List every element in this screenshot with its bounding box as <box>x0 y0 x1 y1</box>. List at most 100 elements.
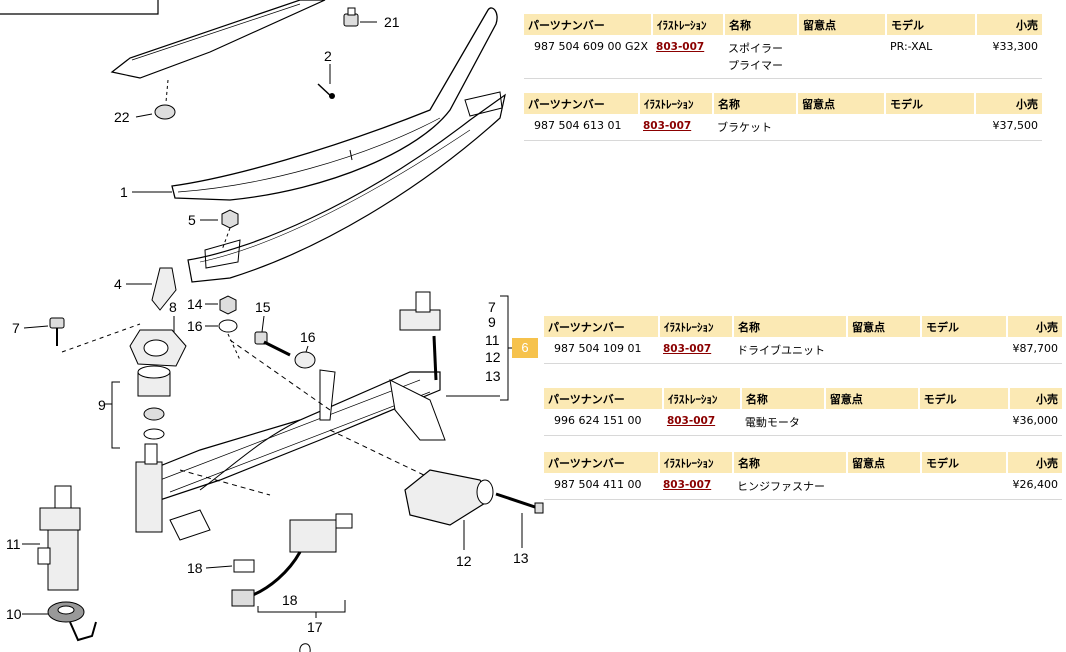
parts-table-5: パーツナンバー ｲﾗｽﾄﾚｰｼｮﾝ 名称 留意点 モデル 小売 987 504 … <box>544 452 1062 500</box>
part-name: 電動モータ <box>740 409 825 436</box>
part-model <box>921 473 1007 500</box>
part-price: ¥26,400 <box>1007 473 1062 500</box>
group-label-12: 12 <box>485 349 501 365</box>
illustration-link[interactable]: 803-007 <box>663 479 712 491</box>
header-price: 小売 <box>1007 452 1062 473</box>
header-illustration: ｲﾗｽﾄﾚｰｼｮﾝ <box>659 452 734 473</box>
callout-16-b: 16 <box>300 329 316 345</box>
part-note <box>797 114 885 141</box>
illustration-link[interactable]: 803-007 <box>656 41 705 53</box>
illustration-link[interactable]: 803-007 <box>663 343 712 355</box>
callout-15: 15 <box>255 299 271 315</box>
part-14-nut <box>219 295 237 315</box>
table-row: 987 504 613 01 803-007 ブラケット ¥37,500 <box>524 114 1042 141</box>
part-name: ヒンジファスナー <box>733 473 847 500</box>
part-7-bolt <box>49 317 141 353</box>
group-label-11: 11 <box>485 332 500 348</box>
header-name: 名称 <box>713 93 798 114</box>
frame-corner <box>0 0 159 15</box>
part-model <box>885 114 975 141</box>
callout-12: 12 <box>456 553 472 569</box>
part-18-clip <box>233 559 255 573</box>
part-note <box>824 409 919 436</box>
callout-7: 7 <box>12 320 20 336</box>
part-9-stack <box>104 365 171 449</box>
header-illustration: ｲﾗｽﾄﾚｰｼｮﾝ <box>652 14 726 35</box>
part-number: 987 504 411 00 <box>544 473 659 500</box>
callout-8: 8 <box>169 299 177 315</box>
part-10-gasket <box>47 601 97 642</box>
header-note: 留意点 <box>824 388 920 409</box>
header-price: 小売 <box>1007 316 1062 337</box>
part-15-bolt <box>254 331 291 357</box>
header-part-number: パーツナンバー <box>544 388 664 409</box>
callout-18-b: 18 <box>282 592 298 608</box>
part-5-nut <box>221 209 239 251</box>
header-note: 留意点 <box>847 316 922 337</box>
part-name: スポイラープライマー <box>724 35 799 79</box>
part-12-motor <box>404 469 494 526</box>
header-illustration: ｲﾗｽﾄﾚｰｼｮﾝ <box>639 93 714 114</box>
header-note: 留意点 <box>798 14 888 35</box>
header-price: 小売 <box>976 14 1042 35</box>
header-note: 留意点 <box>797 93 886 114</box>
drive-unit-assembly <box>135 291 446 541</box>
header-model: モデル <box>886 14 978 35</box>
header-illustration: ｲﾗｽﾄﾚｰｼｮﾝ <box>659 316 734 337</box>
header-name: 名称 <box>740 388 826 409</box>
part-13-bolt <box>495 492 544 514</box>
part-model: PR:-XAL <box>886 35 977 79</box>
header-part-number: パーツナンバー <box>524 93 640 114</box>
callout-14: 14 <box>187 296 203 312</box>
group-label-13: 13 <box>485 368 501 384</box>
callout-9: 9 <box>98 397 106 413</box>
callout-16-a: 16 <box>187 318 203 334</box>
part-number: 987 504 109 01 <box>544 337 659 364</box>
parts-table-4: パーツナンバー ｲﾗｽﾄﾚｰｼｮﾝ 名称 留意点 モデル 小売 996 624 … <box>544 388 1062 436</box>
part-21-screw <box>343 7 359 27</box>
group-label-7: 7 <box>488 299 496 315</box>
header-name: 名称 <box>733 452 848 473</box>
part-note <box>798 35 887 79</box>
header-model: モデル <box>921 316 1008 337</box>
callout-1: 1 <box>120 184 128 200</box>
group-marker-6[interactable]: 6 <box>512 338 538 358</box>
header-model: モデル <box>921 452 1008 473</box>
upper-spoiler-shape <box>110 0 326 79</box>
parts-diagram: 21 2 22 1 5 4 8 14 15 16 16 7 9 11 10 18… <box>0 0 544 652</box>
callout-5: 5 <box>188 212 196 228</box>
header-price: 小売 <box>975 93 1042 114</box>
part-note <box>847 337 921 364</box>
header-illustration: ｲﾗｽﾄﾚｰｼｮﾝ <box>662 388 742 409</box>
parts-table-3: パーツナンバー ｲﾗｽﾄﾚｰｼｮﾝ 名称 留意点 モデル 小売 987 504 … <box>544 316 1062 364</box>
parts-table-1: パーツナンバー ｲﾗｽﾄﾚｰｼｮﾝ 名称 留意点 モデル 小売 987 504 … <box>524 14 1042 79</box>
callout-13: 13 <box>513 550 529 566</box>
part-11-hinge <box>37 485 81 591</box>
part-number: 987 504 613 01 <box>524 114 639 141</box>
part-16-washer-b <box>294 351 316 369</box>
header-name: 名称 <box>733 316 848 337</box>
callout-10: 10 <box>6 606 22 622</box>
header-model: モデル <box>918 388 1010 409</box>
illustration-link[interactable]: 803-007 <box>643 120 692 132</box>
part-price: ¥33,300 <box>976 35 1042 79</box>
group-bracket <box>446 295 514 401</box>
callout-17: 17 <box>307 619 323 635</box>
callout-22: 22 <box>114 109 130 125</box>
table-row: 987 504 609 00 G2X 803-007 スポイラープライマー PR… <box>524 35 1042 79</box>
callout-21: 21 <box>384 14 400 30</box>
part-2-pin <box>317 83 335 99</box>
illustration-link[interactable]: 803-007 <box>666 415 716 427</box>
main-spoiler <box>171 7 506 283</box>
callout-11: 11 <box>6 536 21 552</box>
part-name: ドライブユニット <box>733 337 847 364</box>
parts-table-2: パーツナンバー ｲﾗｽﾄﾚｰｼｮﾝ 名称 留意点 モデル 小売 987 504 … <box>524 93 1042 141</box>
part-number: 996 624 151 00 <box>544 409 663 436</box>
table-row: 987 504 109 01 803-007 ドライブユニット ¥87,700 <box>544 337 1062 364</box>
header-note: 留意点 <box>847 452 922 473</box>
part-number: 987 504 609 00 G2X <box>524 35 653 79</box>
part-note <box>847 473 921 500</box>
part-22-nut <box>154 104 176 120</box>
header-part-number: パーツナンバー <box>544 316 660 337</box>
part-4-bracket <box>151 267 177 311</box>
